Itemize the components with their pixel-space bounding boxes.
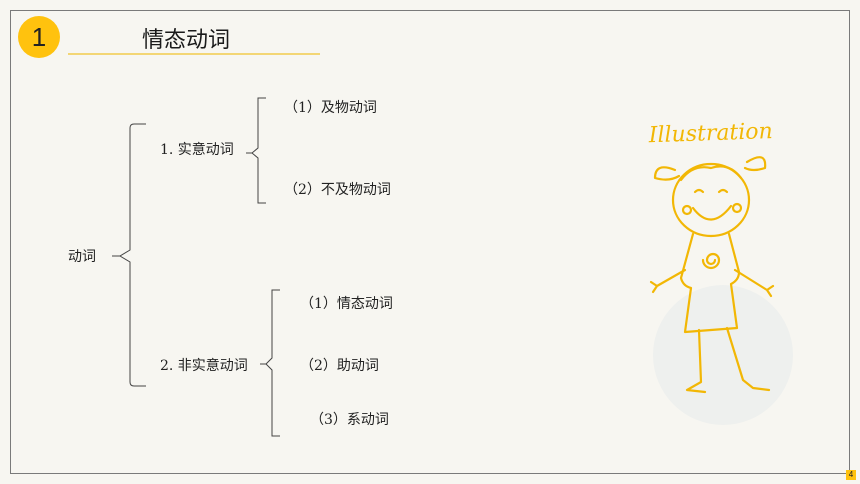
section-number-badge: 1 — [18, 16, 60, 58]
group1-bracket — [251, 97, 266, 204]
group1-item-2: （2）不及物动词 — [284, 182, 391, 198]
group1-item-1: （1）及物动词 — [284, 100, 377, 116]
root-bracket — [119, 123, 146, 387]
group2-item-3: （3）系动词 — [310, 412, 389, 428]
girl-illustration: Illustration — [647, 119, 793, 425]
illustration-caption: Illustration — [647, 119, 773, 148]
tree-root-label: 动词 — [68, 249, 96, 265]
illustration-backdrop — [653, 285, 793, 425]
page-number: 4 — [846, 470, 856, 480]
group2-label: 2. 非实意动词 — [160, 358, 248, 374]
group2-bracket — [265, 289, 280, 437]
group2-item-1: （1）情态动词 — [300, 296, 393, 312]
title-underline — [68, 53, 320, 55]
section-number: 1 — [31, 21, 47, 52]
group2-item-2: （2）助动词 — [300, 358, 379, 374]
group1-label: 1. 实意动词 — [160, 142, 234, 158]
page-title: 情态动词 — [142, 28, 231, 53]
